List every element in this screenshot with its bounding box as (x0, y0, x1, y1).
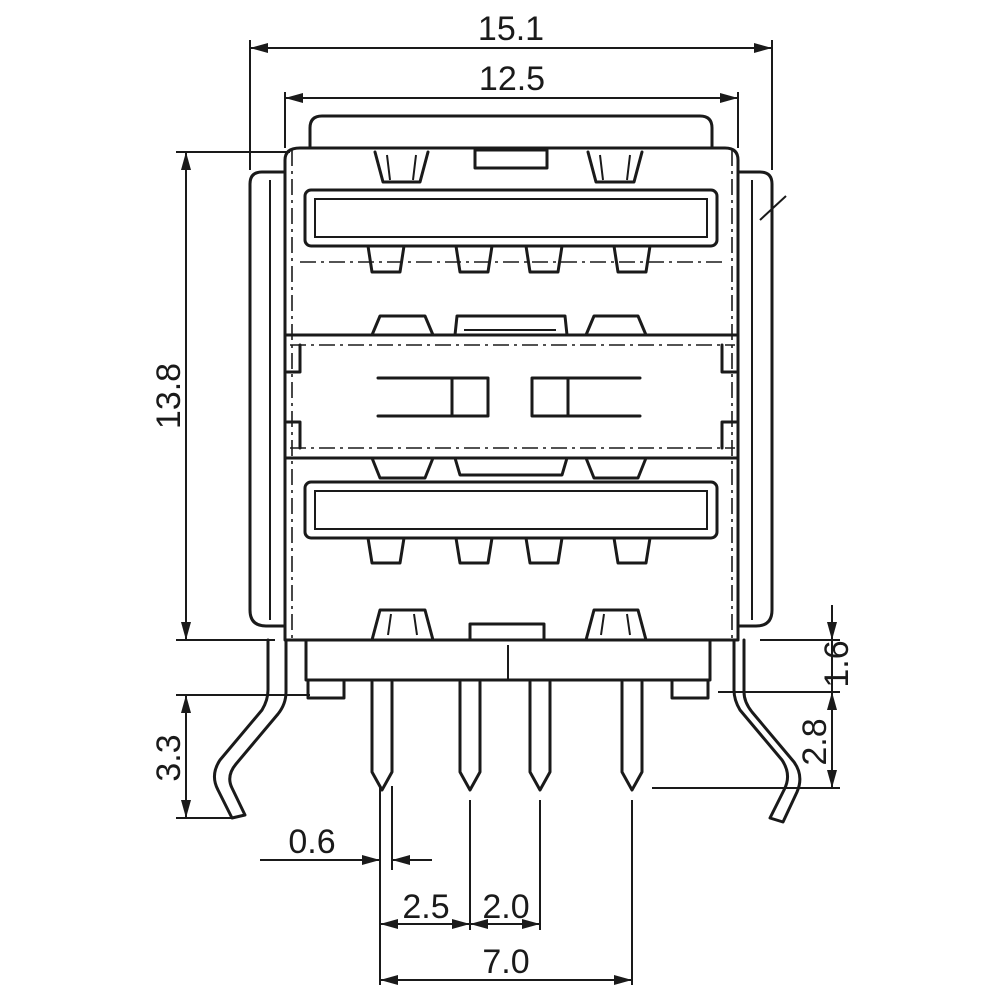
dim-pin-span: 7.0 (380, 943, 632, 985)
mid-separator (376, 376, 642, 418)
dim-label-pin-span: 7.0 (482, 943, 529, 981)
dim-label-standoff: 1.6 (818, 640, 856, 687)
connector-housing (248, 114, 774, 700)
dim-label-pitch-a: 2.5 (402, 888, 449, 926)
upper-usb-port (300, 148, 722, 337)
dim-pin-width: 0.6 (260, 786, 432, 985)
dim-label-overall-width: 15.1 (478, 10, 544, 48)
dim-right-side: 1.6 2.8 (652, 605, 856, 789)
dim-height: 13.8 (150, 151, 787, 641)
dim-pitch: 2.5 2.0 (380, 800, 633, 985)
lower-usb-port (303, 456, 719, 642)
dim-overall-width: 15.1 (249, 10, 773, 170)
shield-tabs (213, 638, 802, 824)
solder-pins (370, 680, 644, 792)
dim-label-pin-width: 0.6 (288, 823, 335, 861)
dim-label-tab-length: 2.8 (796, 718, 834, 765)
dim-housing-width: 12.5 (284, 60, 739, 148)
dim-label-housing-width: 12.5 (479, 60, 545, 98)
dim-label-pitch-b: 2.0 (482, 888, 529, 926)
dim-label-pin-length: 3.3 (150, 734, 188, 781)
dim-label-height: 13.8 (150, 363, 188, 429)
dim-pin-length: 3.3 (150, 694, 310, 819)
